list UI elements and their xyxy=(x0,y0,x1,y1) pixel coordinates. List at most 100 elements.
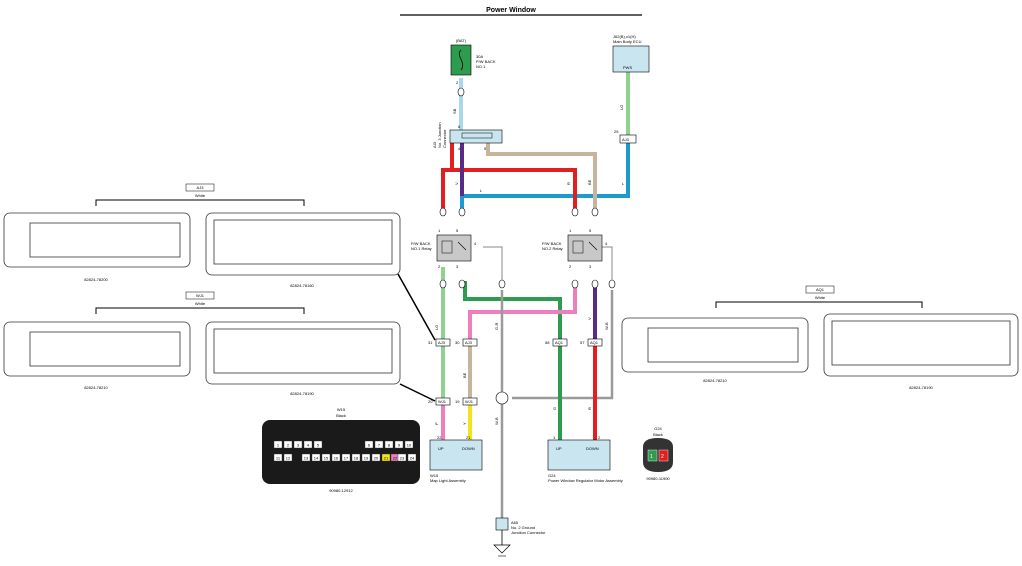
w15-pin-label: 4 xyxy=(307,443,310,448)
relay-2-pin-2: 2 xyxy=(569,264,572,269)
w15-pin-label: 1 xyxy=(277,443,280,448)
ground-id: A65 xyxy=(511,520,519,525)
w15-pin-label: 19 xyxy=(364,456,369,461)
main-body-ecu: J62(B),x1(H) Main Body ECU PWS xyxy=(612,34,650,73)
w15-pin xyxy=(381,453,391,462)
wire-label-l: L xyxy=(480,188,483,193)
relay-2-pin-4: 4 xyxy=(605,241,608,246)
g24-pin-2 xyxy=(658,449,669,462)
low-conn-1-pin: 20 xyxy=(428,399,433,404)
w15-pin-label: 24 xyxy=(410,456,415,461)
junction-label-2: Connector xyxy=(442,129,447,148)
wj1-id: WJ1 xyxy=(196,293,205,298)
motor-assembly: UP DOWN 1 2 G24 Power Window Regulator M… xyxy=(547,435,623,483)
wire-label-v2: V xyxy=(587,317,592,320)
w15-pin-label: 9 xyxy=(398,443,401,448)
w15-pin-label: 16 xyxy=(334,456,339,461)
aq1-part-right: 82824-78190 xyxy=(909,385,933,390)
aj3-id: AJ3 xyxy=(197,185,205,190)
relay-1-name-1: P/W BACK xyxy=(411,241,431,246)
aj3-part-left: 82824-78200 xyxy=(84,277,108,282)
w15-pin xyxy=(361,453,371,462)
w15-pin-label: 8 xyxy=(388,443,391,448)
map-light-pin-1: 22 xyxy=(437,435,442,440)
wire-label-wb2: W-B xyxy=(604,322,609,330)
wj1-left-body xyxy=(3,321,191,377)
fuse-label-1: 30A xyxy=(476,54,483,59)
motor-up: UP xyxy=(556,446,562,451)
w15-pin xyxy=(283,440,293,449)
fuse-label-3: NO.1 xyxy=(476,64,486,69)
map-light-id: W15 xyxy=(430,473,439,478)
ecu-terminal: PWS xyxy=(623,65,632,70)
g24-part: 90980-11900 xyxy=(646,476,670,481)
mid-conn-2-pin: 30 xyxy=(455,340,460,345)
mid-conn-3-pin: 58 xyxy=(545,340,550,345)
ecu-connector: AJ3 25 xyxy=(614,129,637,144)
wire-label-lg: LG xyxy=(619,105,624,110)
relay-2-pin-5: 5 xyxy=(589,228,592,233)
wire-label-sb: SB xyxy=(452,108,457,114)
w15-pin-label: 12 xyxy=(286,456,291,461)
w15-pin xyxy=(293,440,303,449)
ground-junction: A65 No. 2 Ground Junction Connector xyxy=(493,517,546,557)
wire-label-gr: G-R xyxy=(494,323,499,330)
relay-2: P/W BACK NO.2 Relay 1 5 2 3 4 xyxy=(542,228,608,269)
w15-pin-label: 23 xyxy=(400,456,405,461)
relay-1: P/W BACK NO.1 Relay 1 5 2 3 4 xyxy=(411,228,477,269)
w15-pin-label: 6 xyxy=(368,443,371,448)
ground-icon xyxy=(493,544,511,554)
w15-pin-label: 5 xyxy=(317,443,320,448)
w15-pin xyxy=(404,440,414,449)
w15-pin-label: 13 xyxy=(304,456,309,461)
w15-pin-label: 14 xyxy=(314,456,319,461)
w15-pin xyxy=(311,453,321,462)
w15-pin-label: 2 xyxy=(287,443,290,448)
wj1-connector-view: WJ1 White 82824-78210 82824-78190 xyxy=(3,291,401,396)
wire-green xyxy=(463,281,562,340)
map-light-assembly: UP DOWN 22 21 W15 Map Light Assembly xyxy=(429,435,483,483)
w15-body xyxy=(262,420,420,484)
w15-pin-label: 7 xyxy=(378,443,381,448)
aq1-id: AQ1 xyxy=(816,287,825,292)
relay-2-name-2: NO.2 Relay xyxy=(542,246,563,251)
w15-pin xyxy=(301,453,311,462)
relay-2-pin-1: 1 xyxy=(569,228,572,233)
w15-part: 90980-12912 xyxy=(329,488,353,493)
junction-box xyxy=(449,129,503,144)
mid-conn-4-pin: 57 xyxy=(580,340,585,345)
w15-pin xyxy=(321,453,331,462)
aj3-right-body xyxy=(205,212,401,276)
g24-id: G24 xyxy=(654,426,662,431)
w15-pin xyxy=(407,453,417,462)
map-light-pin-2: 21 xyxy=(466,435,471,440)
wj1-part-right: 82824-78190 xyxy=(290,391,314,396)
wire-label-wb: W-B xyxy=(494,417,499,425)
w15-pin xyxy=(394,440,404,449)
relay-1-name-2: NO.1 Relay xyxy=(411,246,432,251)
w15-pin-label: 22 xyxy=(393,456,398,461)
wire-red-1 xyxy=(441,143,454,210)
w15-pin-label: 3 xyxy=(297,443,300,448)
wj1-color: White xyxy=(195,301,206,306)
ground-label-2: Junction Connector xyxy=(511,530,546,535)
w15-pin xyxy=(364,440,374,449)
relay-terminals xyxy=(439,207,616,289)
fuse-pin: 2 xyxy=(456,80,459,85)
wire-label-be: BE xyxy=(587,179,592,185)
ecu-id: J62(B),x1(H) xyxy=(613,34,636,39)
motor-name: Power Window Regulator Motor Assembly xyxy=(548,478,623,483)
aq1-left-body xyxy=(621,317,809,373)
lower-connectors: WJ1 20 WJ1 19 xyxy=(428,391,509,406)
aj3-part-right: 82824-78160 xyxy=(290,283,314,288)
relay-1-pin-2: 2 xyxy=(438,264,441,269)
w15-pin xyxy=(273,453,283,462)
w15-pin xyxy=(371,453,381,462)
ecu-conn-id: AJ3 xyxy=(622,137,630,142)
motor-pin-2: 2 xyxy=(598,435,601,440)
mid-conn-1-pin: 31 xyxy=(428,340,433,345)
motor-box xyxy=(547,439,611,471)
wire-label-r: R xyxy=(566,182,571,185)
fuse-source: (BAT) xyxy=(456,38,467,43)
wire-red-2 xyxy=(452,168,577,210)
